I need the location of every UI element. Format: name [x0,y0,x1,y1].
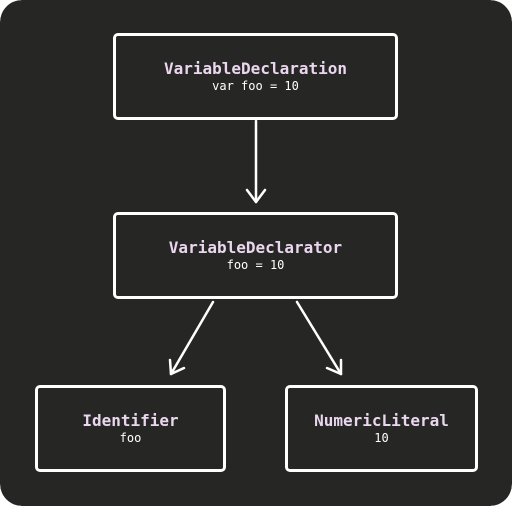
node-type-label: VariableDeclaration [163,59,348,78]
node-variable-declaration: VariableDeclaration var foo = 10 [113,33,398,120]
node-type-label: VariableDeclarator [168,238,343,257]
node-type-label: Identifier [82,411,179,430]
edge-line [169,300,215,376]
node-numeric-literal: NumericLiteral 10 [285,385,478,472]
node-code-label: foo [119,431,142,445]
arrowhead-icon [325,358,343,376]
node-code-label: foo = 10 [226,258,285,272]
node-variable-declarator: VariableDeclarator foo = 10 [113,212,398,299]
edge-declaration-to-declarator [245,119,267,204]
edge-declarator-to-identifier [168,300,215,376]
edge-declarator-to-numeric-literal [295,300,343,376]
node-identifier: Identifier foo [35,385,226,472]
arrowhead-icon [245,188,267,204]
arrowhead-icon [168,358,186,376]
node-type-label: NumericLiteral [314,411,449,430]
edge-line [295,300,343,376]
node-code-label: 10 [374,431,389,445]
node-code-label: var foo = 10 [212,79,299,93]
